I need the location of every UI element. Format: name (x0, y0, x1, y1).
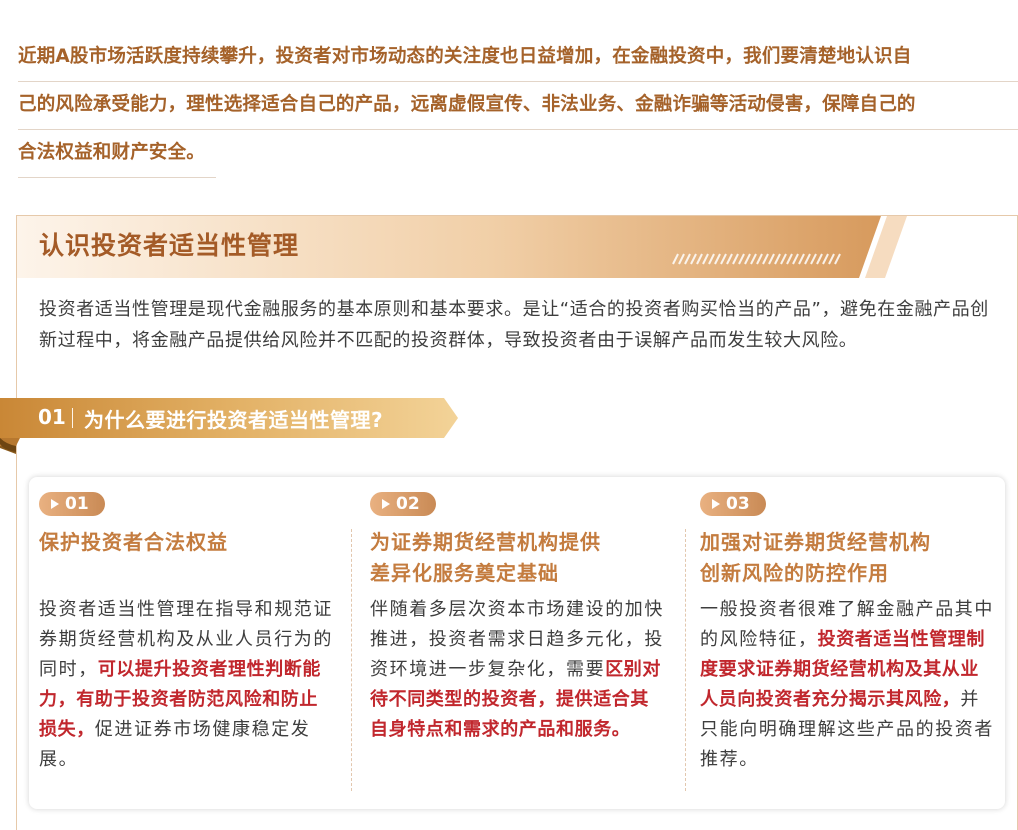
card-badge-number: 02 (396, 494, 420, 514)
question-banner: 01 为什么要进行投资者适当性管理? (0, 396, 470, 458)
card-body-text: 促进证券市场健康稳定发展。 (39, 719, 311, 770)
cards-panel: 01 保护投资者合法权益 投资者适当性管理在指导和规范证券期货经营机构及从业人员… (29, 477, 1005, 809)
card-body-highlight: 区别对待不同类型的投资者，提供适合其自身特点和需求的产品和服务。 (370, 659, 662, 740)
play-arrow-icon (51, 499, 59, 509)
question-separator (72, 408, 73, 428)
card-divider (351, 529, 352, 791)
card-badge: 02 (370, 492, 436, 516)
card-body: 一般投资者很难了解金融产品其中的风险特征，投资者适当性管理制度要求证券期货经营机… (700, 595, 996, 775)
card-badge: 01 (39, 492, 105, 516)
card-title: 为证券期货经营机构提供 差异化服务奠定基础 (370, 527, 670, 589)
intro-line: 合法权益和财产安全。 (18, 130, 216, 178)
card-divider (685, 529, 686, 791)
intro-line: 近期A股市场活跃度持续攀升，投资者对市场动态的关注度也日益增加，在金融投资中，我… (18, 34, 1018, 82)
card-title-line: 创新风险的防控作用 (700, 561, 889, 585)
card-badge: 03 (700, 492, 766, 516)
card-body-highlight: 可以提升投资者理性判断能力，有助于投资者防范风险和防止损失， (39, 659, 322, 740)
card-title-line: 加强对证券期货经营机构 (700, 530, 931, 554)
ribbon-background (0, 398, 458, 454)
section-header-background (17, 216, 907, 278)
question-text: 为什么要进行投资者适当性管理? (84, 408, 384, 432)
section-frame: 认识投资者适当性管理 投资者适当性管理是现代金融服务的基本原则和基本要求。是让“… (16, 215, 1018, 830)
card-body: 投资者适当性管理在指导和规范证券期货经营机构及从业人员行为的同时，可以提升投资者… (39, 595, 335, 775)
play-arrow-icon (382, 499, 390, 509)
card-body-highlight: 投资者适当性管理制度要求证券期货经营机构及其从业人员向投资者充分揭示其风险， (700, 629, 986, 710)
card-badge-number: 01 (65, 494, 89, 514)
card-title: 保护投资者合法权益 (39, 527, 339, 558)
card-risk-control: 03 加强对证券期货经营机构 创新风险的防控作用 一般投资者很难了解金融产品其中… (700, 477, 1000, 809)
play-arrow-icon (712, 499, 720, 509)
intro-line: 己的风险承受能力，理性选择适合自己的产品，远离虚假宣传、非法业务、金融诈骗等活动… (18, 82, 1018, 130)
section-title: 认识投资者适当性管理 (39, 231, 300, 260)
section-header: 认识投资者适当性管理 (17, 216, 1017, 278)
card-body-text: 并只能向明确理解这些产品的投资者推荐。 (700, 689, 994, 770)
card-body-text: 伴随着多层次资本市场建设的加快推进，投资者需求日趋多元化，投资环境进一步复杂化，… (370, 599, 664, 680)
card-title-line: 保护投资者合法权益 (39, 530, 228, 554)
card-title: 加强对证券期货经营机构 创新风险的防控作用 (700, 527, 1000, 589)
intro-paragraph: 近期A股市场活跃度持续攀升，投资者对市场动态的关注度也日益增加，在金融投资中，我… (18, 34, 1018, 178)
card-body: 伴随着多层次资本市场建设的加快推进，投资者需求日趋多元化，投资环境进一步复杂化，… (370, 595, 666, 745)
card-body-text: 投资者适当性管理在指导和规范证券期货经营机构及从业人员行为的同时， (39, 599, 333, 680)
card-title-line: 差异化服务奠定基础 (370, 561, 559, 585)
section-description: 投资者适当性管理是现代金融服务的基本原则和基本要求。是让“适合的投资者购买恰当的… (39, 299, 989, 351)
card-badge-number: 03 (726, 494, 750, 514)
card-differentiated-service: 02 为证券期货经营机构提供 差异化服务奠定基础 伴随着多层次资本市场建设的加快… (370, 477, 670, 809)
card-body-text: 一般投资者很难了解金融产品其中的风险特征， (700, 599, 994, 650)
card-protect-rights: 01 保护投资者合法权益 投资者适当性管理在指导和规范证券期货经营机构及从业人员… (39, 477, 339, 809)
card-title-line: 为证券期货经营机构提供 (370, 530, 601, 554)
question-number: 01 (38, 405, 66, 429)
